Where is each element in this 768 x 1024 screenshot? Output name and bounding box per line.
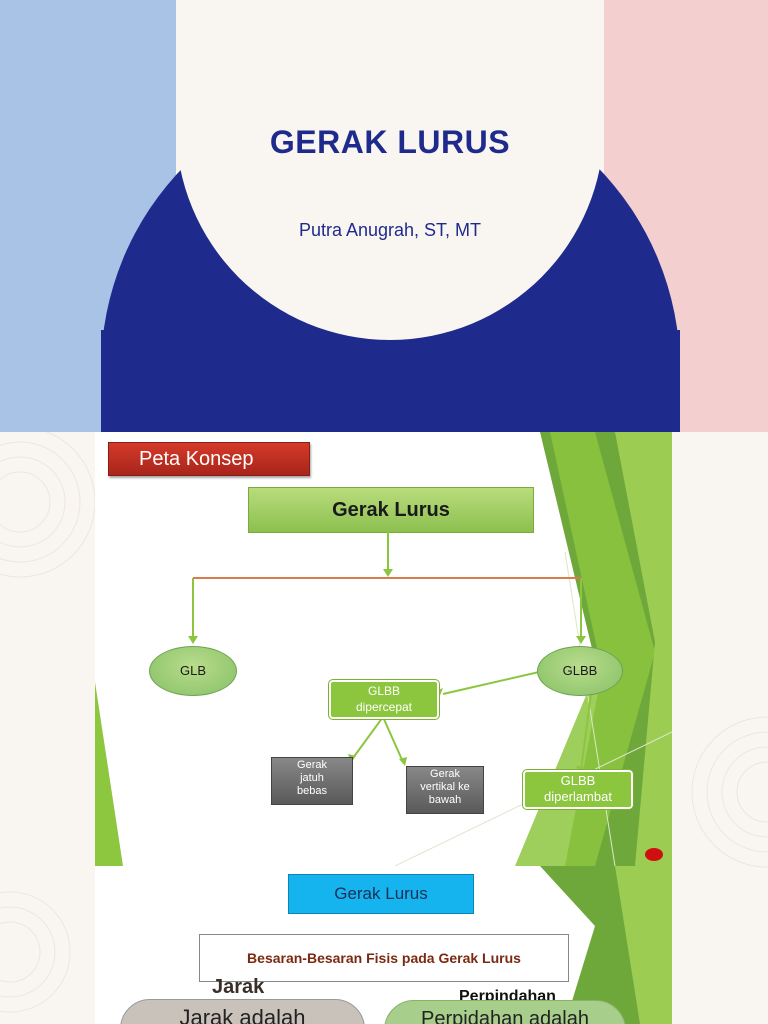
perpindahan-bubble: Perpidahan adalah xyxy=(384,1000,626,1024)
peta-konsep-badge: Peta Konsep xyxy=(108,442,310,476)
node-glbb-dipercepat: GLBB dipercepat xyxy=(328,679,440,720)
jarak-bubble: Jarak adalah xyxy=(120,999,365,1024)
node-glbb-label: GLBB xyxy=(562,663,598,678)
node-glbb-diperlambat-line2: diperlambat xyxy=(544,789,612,804)
gerak-lurus-badge-label: Gerak Lurus xyxy=(334,884,428,903)
peta-konsep-label: Peta Konsep xyxy=(139,448,254,470)
connector-lines xyxy=(188,532,592,774)
vertikal-line3: bawah xyxy=(428,794,462,806)
root-node-label: Gerak Lurus xyxy=(332,499,450,521)
jatuh-bebas-line2: jatuh xyxy=(300,772,324,784)
jatuh-bebas-line1: Gerak xyxy=(297,759,327,771)
cream-circle xyxy=(176,0,604,340)
node-glbb-diperlambat-line1: GLBB xyxy=(560,773,596,788)
subtitle-box: Besaran-Besaran Fisis pada Gerak Lurus xyxy=(199,934,569,982)
cover-slide: GERAK LURUS Putra Anugrah, ST, MT xyxy=(0,0,768,432)
node-glbb-dipercepat-line2: dipercepat xyxy=(355,700,413,714)
perpindahan-text: Perpidahan adalah xyxy=(421,1008,589,1024)
green-shard-decoration-2 xyxy=(540,866,672,1024)
jarak-text: Jarak adalah xyxy=(179,1005,306,1024)
vertikal-line2: vertikal ke xyxy=(420,781,470,793)
right-pattern-decoration xyxy=(691,716,768,868)
cover-title: GERAK LURUS xyxy=(269,124,511,160)
red-dot-decoration xyxy=(645,848,663,861)
node-glbb-diperlambat: GLBB diperlambat xyxy=(522,769,634,810)
cover-author: Putra Anugrah, ST, MT xyxy=(298,220,482,240)
gerak-lurus-badge: Gerak Lurus xyxy=(288,874,474,914)
navy-arch-base xyxy=(101,330,680,432)
node-gerak-jatuh-bebas: Gerak jatuh bebas xyxy=(271,757,353,805)
node-glb-label: GLB xyxy=(179,663,206,678)
node-glbb: GLBB xyxy=(537,646,623,696)
root-node-gerak-lurus: Gerak Lurus xyxy=(248,487,534,533)
jatuh-bebas-line3: bebas xyxy=(297,785,327,797)
subtitle-text: Besaran-Besaran Fisis pada Gerak Lurus xyxy=(247,950,521,966)
vertikal-line1: Gerak xyxy=(430,768,460,780)
node-glb: GLB xyxy=(149,646,237,696)
left-pattern-decoration xyxy=(0,432,95,1013)
besaran-slide: Gerak Lurus Besaran-Besaran Fisis pada G… xyxy=(95,866,672,1024)
jarak-label: Jarak xyxy=(212,976,265,998)
node-glbb-dipercepat-line1: GLBB xyxy=(367,684,400,698)
node-gerak-vertikal-ke-bawah: Gerak vertikal ke bawah xyxy=(406,766,484,814)
concept-map-slide: Peta Konsep Gerak Lurus GLB GLBB xyxy=(95,432,672,866)
